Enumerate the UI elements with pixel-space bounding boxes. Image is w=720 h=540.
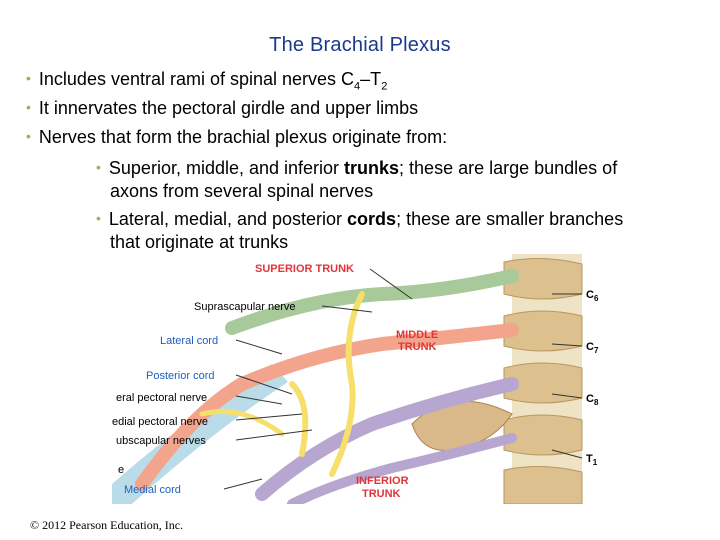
bullet-dot-icon: • [26,99,31,115]
label-c8: C8 [586,393,599,407]
bullet-list: •Includes ventral rami of spinal nerves … [0,0,720,260]
copyright-notice: © 2012 Pearson Education, Inc. [30,518,184,532]
leader-lines [223,268,583,490]
subbullet-cords: •Lateral, medial, and posterior cords; t… [96,209,624,252]
label-t1: T1 [586,453,598,467]
bullet-dot-icon: • [96,210,101,226]
label-medial-pectoral-nerve: edial pectoral nerve [112,416,208,428]
vertebra-t2 [503,465,583,504]
label-cut-off: e [118,464,124,476]
label-lateral-pectoral-nerve: eral pectoral nerve [116,392,207,404]
label-middle-trunk-1: MIDDLE [396,329,438,341]
label-c6: C6 [586,289,599,303]
label-middle-trunk-2: TRUNK [398,341,437,353]
middle-trunk-nerve [135,323,519,491]
label-inferior-trunk-1: INFERIOR [356,475,409,487]
brachial-plexus-illustration: SUPERIOR TRUNK Suprascapular nerve MIDDL… [112,254,599,504]
slide-title: The Brachial Plexus [269,34,451,56]
yellow-nerve-2 [289,381,309,457]
inferior-trunk-nerve [255,377,519,501]
bullet-dot-icon: • [26,70,31,86]
nerve-bundle [135,269,519,504]
superior-trunk-nerve [225,269,519,335]
label-subscapular-nerves: ubscapular nerves [116,435,206,447]
label-posterior-cord: Posterior cord [146,370,214,382]
yellow-nerve-3 [199,409,285,437]
label-superior-trunk: SUPERIOR TRUNK [255,263,354,275]
bullet-innervates: •It innervates the pectoral girdle and u… [26,98,419,118]
vertebra-t1 [503,414,583,456]
subbullet-trunks: •Superior, middle, and inferior trunks; … [96,158,618,201]
label-c7: C7 [586,341,599,355]
bullet-dot-icon: • [96,159,101,175]
t1-nerve [287,433,517,504]
bullet-ventral-rami: •Includes ventral rami of spinal nerves … [26,69,388,93]
label-suprascapular-nerve: Suprascapular nerve [194,301,296,313]
vertebral-column [503,254,583,504]
yellow-nerve-1 [329,291,365,477]
label-medial-cord: Medial cord [124,484,181,496]
label-inferior-trunk-2: TRUNK [362,488,401,500]
label-lateral-cord: Lateral cord [160,335,218,347]
bullet-originate: •Nerves that form the brachial plexus or… [26,127,448,147]
bullet-dot-icon: • [26,128,31,144]
